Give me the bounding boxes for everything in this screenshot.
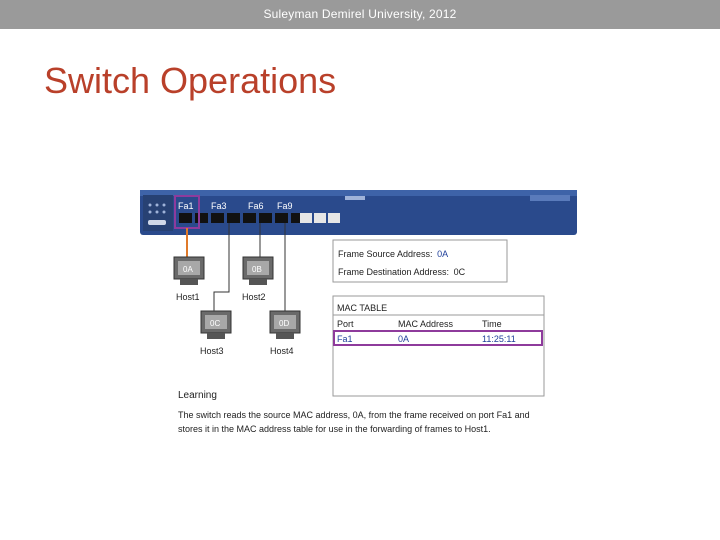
- host3-label: Host3: [200, 346, 224, 356]
- host2-label: Host2: [242, 292, 266, 302]
- mac-table-header-time: Time: [482, 319, 502, 329]
- switch-top-edge: [140, 190, 577, 196]
- host3-mac: 0C: [210, 319, 220, 328]
- caption-line1: The switch reads the source MAC address,…: [178, 410, 530, 420]
- host2-mac: 0B: [252, 265, 262, 274]
- port-label-fa6: Fa6: [248, 201, 264, 211]
- mac-table-row-highlight: [333, 330, 543, 346]
- mac-table-header-mac: MAC Address: [398, 319, 454, 329]
- frame-dest-line: Frame Destination Address: 0C: [338, 267, 466, 277]
- frame-dest-label: Frame Destination Address:: [338, 267, 449, 277]
- header-bar: Suleyman Demirel University, 2012: [0, 0, 720, 29]
- port-label-fa9: Fa9: [277, 201, 293, 211]
- frame-source-value: 0A: [437, 249, 448, 259]
- host2: 0B Host2: [242, 256, 274, 302]
- port-label-fa1: Fa1: [178, 201, 194, 211]
- mac-table-row-time: 11:25:11: [482, 334, 516, 344]
- caption-line2: stores it in the MAC address table for u…: [178, 424, 491, 434]
- frame-source-line: Frame Source Address: 0A: [338, 249, 448, 259]
- mac-table-row-mac: 0A: [398, 334, 409, 344]
- mac-table-title: MAC TABLE: [337, 303, 387, 313]
- frame-info-box: [332, 239, 508, 283]
- slide-title: Switch Operations: [44, 60, 337, 101]
- caption-heading: Learning: [178, 390, 217, 401]
- header-text: Suleyman Demirel University, 2012: [263, 7, 457, 21]
- cable-host3: [213, 223, 230, 312]
- switch-console-label: [345, 196, 365, 200]
- host4-label: Host4: [270, 346, 294, 356]
- host1-mac: 0A: [183, 265, 193, 274]
- switch-leds: [148, 203, 166, 225]
- port-label-fa3: Fa3: [211, 201, 227, 211]
- host3: 0C Host3: [200, 310, 232, 356]
- switch-ports: [179, 213, 340, 223]
- mac-table-header-port: Port: [337, 319, 354, 329]
- switch-model-badge: [530, 195, 570, 201]
- switch-chassis: [140, 190, 577, 235]
- host1-label: Host1: [176, 292, 200, 302]
- host4-mac: 0D: [279, 319, 289, 328]
- frame-dest-value: 0C: [454, 267, 466, 277]
- host4: 0D Host4: [269, 310, 301, 356]
- host1: 0A Host1: [173, 256, 205, 302]
- frame-source-label: Frame Source Address:: [338, 249, 433, 259]
- mac-table-row-port: Fa1: [337, 334, 353, 344]
